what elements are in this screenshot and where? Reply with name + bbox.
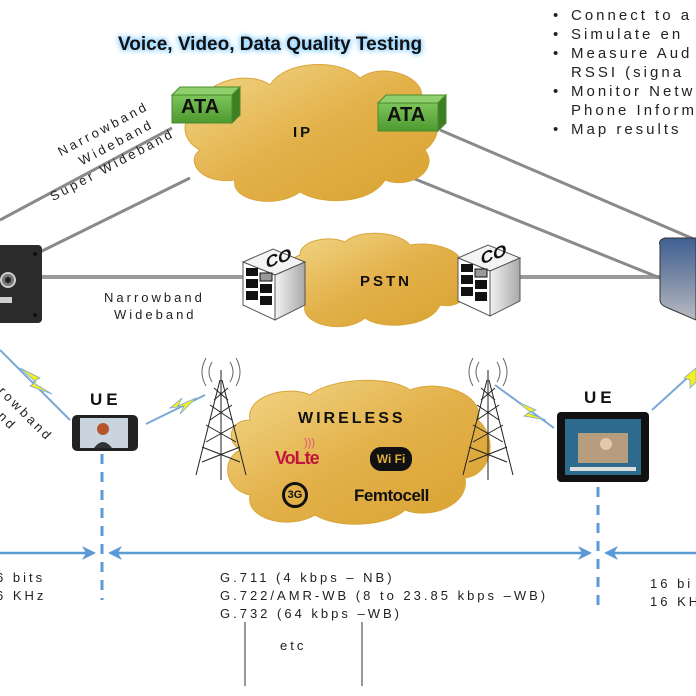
cell-tower-left xyxy=(195,357,247,480)
3g-label: 3G xyxy=(287,489,303,501)
ue-phone xyxy=(72,415,138,451)
feature-item: Connect to a xyxy=(553,6,696,25)
ue-right-label: UE xyxy=(584,388,616,407)
wifi-label: Wi Fi xyxy=(376,452,406,466)
pstn-cloud-label: PSTN xyxy=(360,273,413,290)
feature-item: Simulate en xyxy=(553,25,696,44)
wireless-link-ue-left-to-tower xyxy=(145,394,206,425)
wireless-cloud-label: WIRELESS xyxy=(298,410,406,427)
band-label: Narrowband xyxy=(104,290,205,305)
codec-line: G.722/AMR-WB (8 to 23.85 kbps –WB) xyxy=(220,588,549,603)
left-spec: 6 bits 6 KHz xyxy=(0,569,46,605)
feature-item-continuation: RSSI (signa xyxy=(571,64,685,81)
cell-tower-right xyxy=(462,357,514,480)
ue-tablet xyxy=(557,412,649,482)
diagram-title: Voice, Video, Data Quality Testing xyxy=(118,34,423,55)
spec-line: 6 bits xyxy=(0,570,46,585)
ip-link-right-lower xyxy=(404,173,661,280)
etc-label: etc xyxy=(280,638,307,653)
volte-signal-icon: ))) xyxy=(304,437,315,449)
spec-line: 16 KH xyxy=(650,594,696,609)
span-arrow-left xyxy=(0,546,96,560)
ata-right-label: ATA xyxy=(387,104,426,126)
co-cube-left xyxy=(241,248,307,321)
ip-link-lower xyxy=(39,176,191,254)
wifi-logo: Wi Fi xyxy=(370,447,412,471)
3g-logo: 3G xyxy=(282,482,308,508)
ip-cloud-label: IP xyxy=(293,124,314,141)
femtocell-logo: Femtocell xyxy=(354,486,429,506)
span-arrow-middle xyxy=(108,546,592,560)
femtocell-label: Femtocell xyxy=(354,486,429,505)
feature-item-continuation: Phone Inform xyxy=(571,102,696,119)
spec-line: 6 KHz xyxy=(0,588,47,603)
ip-cloud xyxy=(184,63,439,202)
ata-box-left xyxy=(170,85,242,125)
probe-device xyxy=(0,245,42,323)
spec-line: 16 bi xyxy=(650,576,694,591)
span-arrow-right xyxy=(604,546,696,560)
server-device xyxy=(659,237,696,321)
codec-line: G.732 (64 kbps –WB) xyxy=(220,606,402,621)
ata-left-label: ATA xyxy=(181,96,220,118)
volte-label: VoLte xyxy=(275,448,320,468)
wireless-link-probe-to-ue xyxy=(0,349,71,421)
feature-item: Measure Aud xyxy=(553,44,696,63)
wireless-link-ue-right-to-server xyxy=(651,367,696,411)
feature-list: Connect to a Simulate en Measure Aud RSS… xyxy=(553,6,696,139)
ata-box-right xyxy=(376,93,448,133)
etc-bracket xyxy=(244,622,363,686)
volte-logo: VoLte xyxy=(275,448,320,469)
wireless-link-tower-to-ue-right xyxy=(494,384,555,429)
ue-left-label: UE xyxy=(90,390,122,409)
co-cube-right xyxy=(456,244,522,317)
codec-line: G.711 (4 kbps – NB) xyxy=(220,570,395,585)
pstn-link-bands: Narrowband Wideband xyxy=(104,289,205,323)
band-label: Wideband xyxy=(114,307,197,322)
codec-list: G.711 (4 kbps – NB) G.722/AMR-WB (8 to 2… xyxy=(220,569,548,623)
ip-link-right-upper xyxy=(439,128,696,242)
ip-link-upper xyxy=(0,126,173,222)
feature-item: Map results xyxy=(553,120,696,139)
right-spec: 16 bi 16 KH xyxy=(650,575,696,611)
feature-item: Monitor Netw xyxy=(553,82,696,101)
